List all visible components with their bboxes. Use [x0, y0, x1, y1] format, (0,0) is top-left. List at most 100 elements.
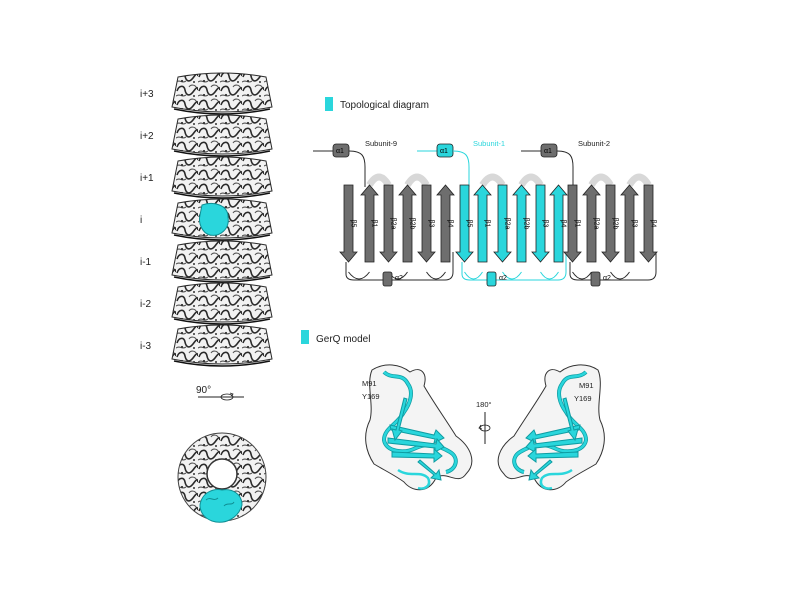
model-legend-label: GerQ model: [316, 334, 370, 345]
band-groove: [173, 360, 271, 367]
layer-label: i+2: [140, 131, 154, 142]
beta-strand-label: β5: [350, 220, 357, 228]
rotation-90-label: 90°: [196, 385, 211, 396]
density-band: [171, 282, 273, 323]
cyan-swatch: [325, 97, 333, 111]
highlighted-subunit: [199, 203, 229, 236]
density-band: [171, 240, 273, 281]
filament-layer: [171, 324, 273, 367]
beta-strand: [639, 184, 658, 263]
beta-strand-label: β3: [542, 220, 549, 228]
beta-strand-label: β5: [466, 220, 473, 228]
subunit-name: Subunit-2: [578, 139, 610, 148]
beta-strand: [512, 184, 531, 263]
layer-label: i: [140, 215, 142, 226]
loop: [572, 271, 592, 280]
model-legend: GerQ model: [301, 330, 370, 345]
residue-label-y169-left: Y169: [362, 392, 380, 401]
beta-strand: [339, 184, 358, 263]
helix-alpha2-label: α2: [499, 275, 507, 282]
residue-label-y169-right: Y169: [574, 394, 592, 403]
beta-strand: [531, 184, 550, 263]
beta-strand-label: β4: [560, 220, 567, 228]
beta-strand-label: β2a: [593, 218, 600, 230]
layer-label: i+3: [140, 89, 154, 100]
helix-alpha2-label: α2: [603, 275, 611, 282]
subunit-2: Subunit-1 α1 β5 β1 β2a β2b β3 β4 α2: [417, 139, 568, 287]
helix-alpha2-label: α2: [395, 275, 403, 282]
beta-strand-label: β1: [371, 220, 378, 228]
beta-strand-label: β1: [574, 220, 581, 228]
loop: [479, 173, 506, 188]
beta-strand: [473, 184, 492, 263]
beta-strand-label: β2a: [504, 218, 511, 230]
beta-strand-label: β2a: [390, 218, 397, 230]
helix-alpha2: [486, 271, 497, 287]
beta-strand: [549, 184, 568, 263]
loop: [626, 173, 652, 187]
band-groove: [173, 192, 271, 199]
helix-alpha2: [590, 271, 601, 287]
beta-strand-label: β1: [484, 220, 491, 228]
beta-strand-label: β2b: [523, 218, 530, 230]
beta-strand-label: β3: [631, 220, 638, 228]
beta-strand: [379, 184, 398, 263]
band-groove: [173, 150, 271, 157]
density-band: [171, 72, 273, 113]
rotation-180-label: 180°: [476, 400, 492, 409]
loop: [366, 173, 392, 187]
loop: [540, 271, 559, 280]
residue-label-m91-left: M91: [362, 379, 377, 388]
subunit-3: Subunit-2 α1 β1 β2a β2b β3 β4 α2: [521, 139, 658, 287]
helix-alpha1-label: α1: [544, 148, 552, 155]
cyan-swatch-model: [301, 330, 309, 344]
filament-layer: [171, 72, 273, 115]
filament-layer: [171, 114, 273, 157]
beta-strand: [563, 184, 582, 263]
subunit-name: Subunit-9: [365, 139, 397, 148]
beta-strand-label: β4: [650, 220, 657, 228]
density-band: [171, 324, 273, 365]
density-band: [171, 156, 273, 197]
layer-label: i-2: [140, 299, 152, 310]
loop: [426, 271, 446, 280]
loop: [610, 271, 630, 280]
beta-strand: [601, 184, 620, 263]
loop: [404, 173, 430, 187]
layer-label: i-3: [140, 341, 152, 352]
filament-layer: [171, 156, 273, 199]
band-groove: [173, 276, 271, 283]
subunit-name: Subunit-1: [473, 139, 505, 148]
beta-strand: [455, 184, 474, 263]
residue-label-m91-right: M91: [579, 381, 594, 390]
beta-strand-label: β2b: [612, 218, 619, 230]
rotation-90-marker: 90°: [196, 385, 244, 401]
beta-strand-label: β2b: [409, 218, 416, 230]
topology-legend-label: Topological diagram: [340, 100, 429, 111]
filament-layer: [171, 282, 273, 325]
helix-alpha2: [382, 271, 393, 287]
filament-layer: [171, 198, 273, 241]
topological-diagram: Subunit-9 α1 β5 β1 β2a β2b β3 β4 α2 Subunit-1 α1 β5…: [313, 139, 658, 287]
beta-strand: [582, 184, 601, 263]
helix-alpha1-label: α1: [336, 148, 344, 155]
loop: [464, 271, 483, 280]
beta-strand-label: β4: [447, 220, 454, 228]
rotation-180-marker: 180°: [476, 400, 492, 444]
beta-strand: [436, 184, 455, 263]
band-groove: [173, 318, 271, 325]
gerq-model-right: M91 Y169: [497, 364, 605, 491]
filament-stack: [171, 72, 273, 367]
loop: [348, 271, 370, 280]
band-groove: [173, 234, 271, 241]
loop: [518, 173, 544, 187]
loop: [588, 173, 614, 187]
beta-strand: [417, 184, 436, 263]
subunit-1: Subunit-9 α1 β5 β1 β2a β2b β3 β4 α2: [313, 139, 455, 287]
beta-strand-label: β3: [428, 220, 435, 228]
layer-label: i+1: [140, 173, 154, 184]
layer-label: i-1: [140, 257, 152, 268]
beta-strand: [620, 184, 639, 263]
band-groove: [173, 108, 271, 115]
